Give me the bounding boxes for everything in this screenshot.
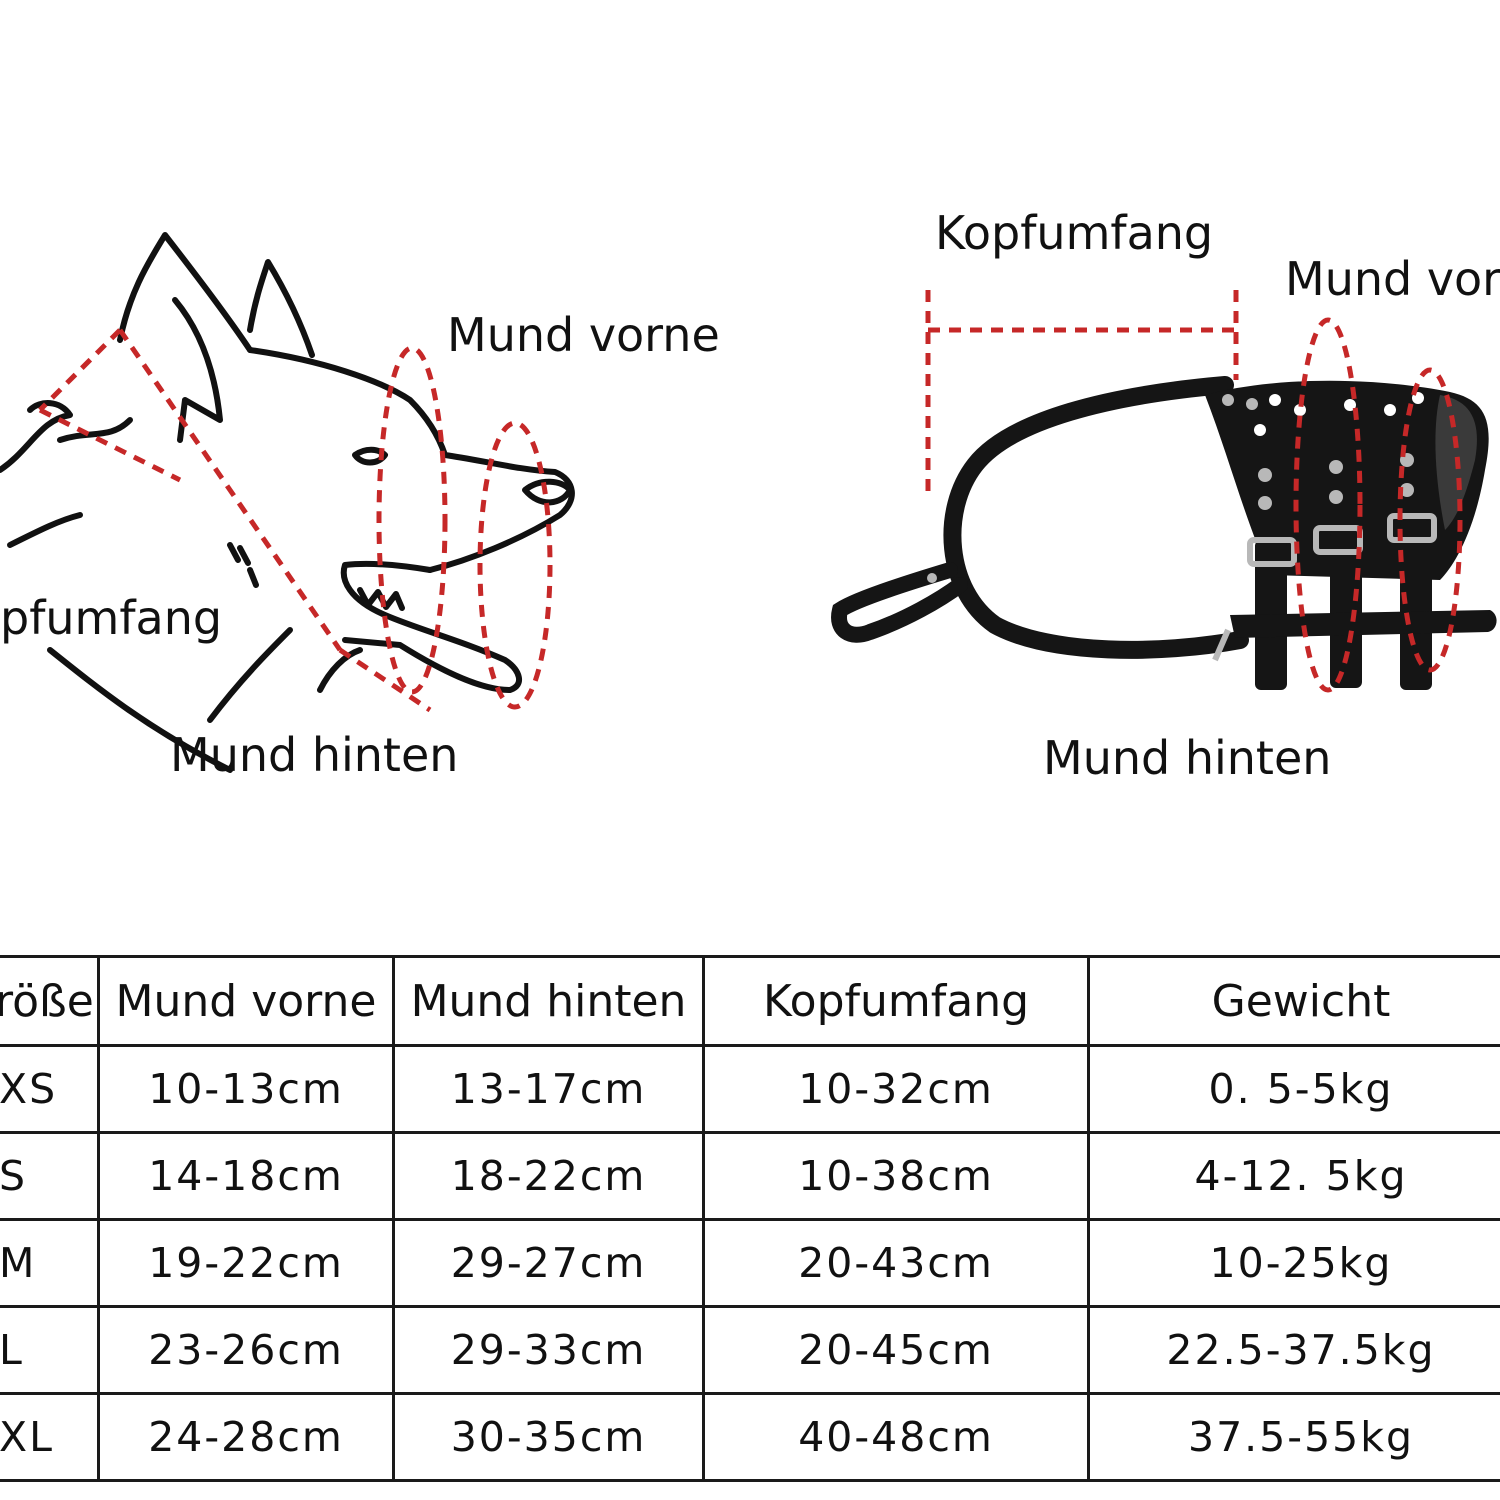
table-row: S 14-18cm 18-22cm 10-38cm 4-12. 5kg bbox=[0, 1131, 1500, 1221]
cell-gewicht: 22.5-37.5kg bbox=[1087, 1305, 1500, 1395]
cell-mund-hinten: 18-22cm bbox=[392, 1131, 705, 1221]
cell-mund-hinten: 29-27cm bbox=[392, 1218, 705, 1308]
table-row: L 23-26cm 29-33cm 20-45cm 22.5-37.5kg bbox=[0, 1305, 1500, 1395]
dog-collar-marks bbox=[227, 542, 259, 588]
cell-mund-hinten: 13-17cm bbox=[392, 1044, 705, 1134]
header-groesse: röße bbox=[0, 955, 100, 1047]
size-table: röße Mund vorne Mund hinten Kopfumfang G… bbox=[0, 955, 1500, 1482]
muzzle-guides bbox=[925, 290, 1463, 693]
dog-muzzle-photo bbox=[831, 290, 1497, 693]
dog-cheek bbox=[207, 627, 363, 723]
dog-head-illustration bbox=[0, 232, 575, 773]
cell-size: XL bbox=[0, 1392, 100, 1482]
cell-kopfumfang: 40-48cm bbox=[702, 1392, 1090, 1482]
muzzle-mund-vorne-guide bbox=[1293, 317, 1363, 693]
muzzle-kopfumfang-guide bbox=[925, 290, 1239, 500]
cell-gewicht: 4-12. 5kg bbox=[1087, 1131, 1500, 1221]
muzzle-head-strap bbox=[943, 376, 1249, 659]
table-row: XS 10-13cm 13-17cm 10-32cm 0. 5-5kg bbox=[0, 1044, 1500, 1134]
muzzle-rivets bbox=[927, 394, 1414, 583]
dog-chest-line-2 bbox=[47, 647, 233, 773]
dog-chest-line-1 bbox=[7, 512, 83, 548]
muzzle-buckle-straps bbox=[1230, 520, 1497, 690]
cell-mund-hinten: 29-33cm bbox=[392, 1305, 705, 1395]
cell-size: S bbox=[0, 1131, 100, 1221]
muzzle-label-kopfumfang: Kopfumfang bbox=[935, 206, 1214, 260]
dog-kopfumfang-guide bbox=[38, 328, 343, 652]
cell-gewicht: 0. 5-5kg bbox=[1087, 1044, 1500, 1134]
muzzle-label-mund-vorne: Mund vorn bbox=[1285, 252, 1500, 306]
muzzle-handle-loop bbox=[831, 562, 968, 643]
dog-eye bbox=[352, 446, 388, 466]
dog-mouth bbox=[340, 560, 522, 693]
dog-neck-fur bbox=[0, 400, 133, 473]
dog-ear-inner bbox=[172, 297, 223, 443]
table-row: M 19-22cm 29-27cm 20-43cm 10-25kg bbox=[0, 1218, 1500, 1308]
dog-nose bbox=[522, 478, 573, 506]
header-mund-hinten: Mund hinten bbox=[392, 955, 705, 1047]
cell-mund-vorne: 23-26cm bbox=[97, 1305, 395, 1395]
cell-gewicht: 10-25kg bbox=[1087, 1218, 1500, 1308]
cell-kopfumfang: 10-38cm bbox=[702, 1131, 1090, 1221]
cell-mund-vorne: 14-18cm bbox=[97, 1131, 395, 1221]
table-row: XL 24-28cm 30-35cm 40-48cm 37.5-55kg bbox=[0, 1392, 1500, 1482]
dog-label-kopfumfang: pfumfang bbox=[0, 591, 223, 645]
dog-label-mund-vorne: Mund vorne bbox=[447, 308, 720, 362]
dog-label-mund-hinten: Mund hinten bbox=[170, 728, 459, 782]
cell-size: M bbox=[0, 1218, 100, 1308]
header-mund-vorne: Mund vorne bbox=[97, 955, 395, 1047]
dog-mund-vorne-guide bbox=[376, 345, 448, 695]
cell-kopfumfang: 10-32cm bbox=[702, 1044, 1090, 1134]
header-kopfumfang: Kopfumfang bbox=[702, 955, 1090, 1047]
cell-mund-vorne: 19-22cm bbox=[97, 1218, 395, 1308]
cell-mund-hinten: 30-35cm bbox=[392, 1392, 705, 1482]
header-gewicht: Gewicht bbox=[1087, 955, 1500, 1047]
cell-size: L bbox=[0, 1305, 100, 1395]
table-header-row: röße Mund vorne Mund hinten Kopfumfang G… bbox=[0, 955, 1500, 1047]
dog-mund-hinten-guide bbox=[477, 420, 553, 710]
cell-mund-vorne: 10-13cm bbox=[97, 1044, 395, 1134]
dog-ear-left bbox=[117, 232, 253, 353]
muzzle-label-mund-hinten: Mund hinten bbox=[1043, 731, 1332, 785]
cell-kopfumfang: 20-45cm bbox=[702, 1305, 1090, 1395]
cell-size: XS bbox=[0, 1044, 100, 1134]
cell-kopfumfang: 20-43cm bbox=[702, 1218, 1090, 1308]
muzzle-buckles bbox=[1212, 513, 1437, 662]
dog-ear-right bbox=[247, 259, 315, 358]
cell-gewicht: 37.5-55kg bbox=[1087, 1392, 1500, 1482]
dog-extra-guide bbox=[338, 647, 432, 713]
muzzle-mund-hinten-guide bbox=[1397, 367, 1463, 673]
muzzle-holes bbox=[1254, 392, 1424, 436]
cell-mund-vorne: 24-28cm bbox=[97, 1392, 395, 1482]
